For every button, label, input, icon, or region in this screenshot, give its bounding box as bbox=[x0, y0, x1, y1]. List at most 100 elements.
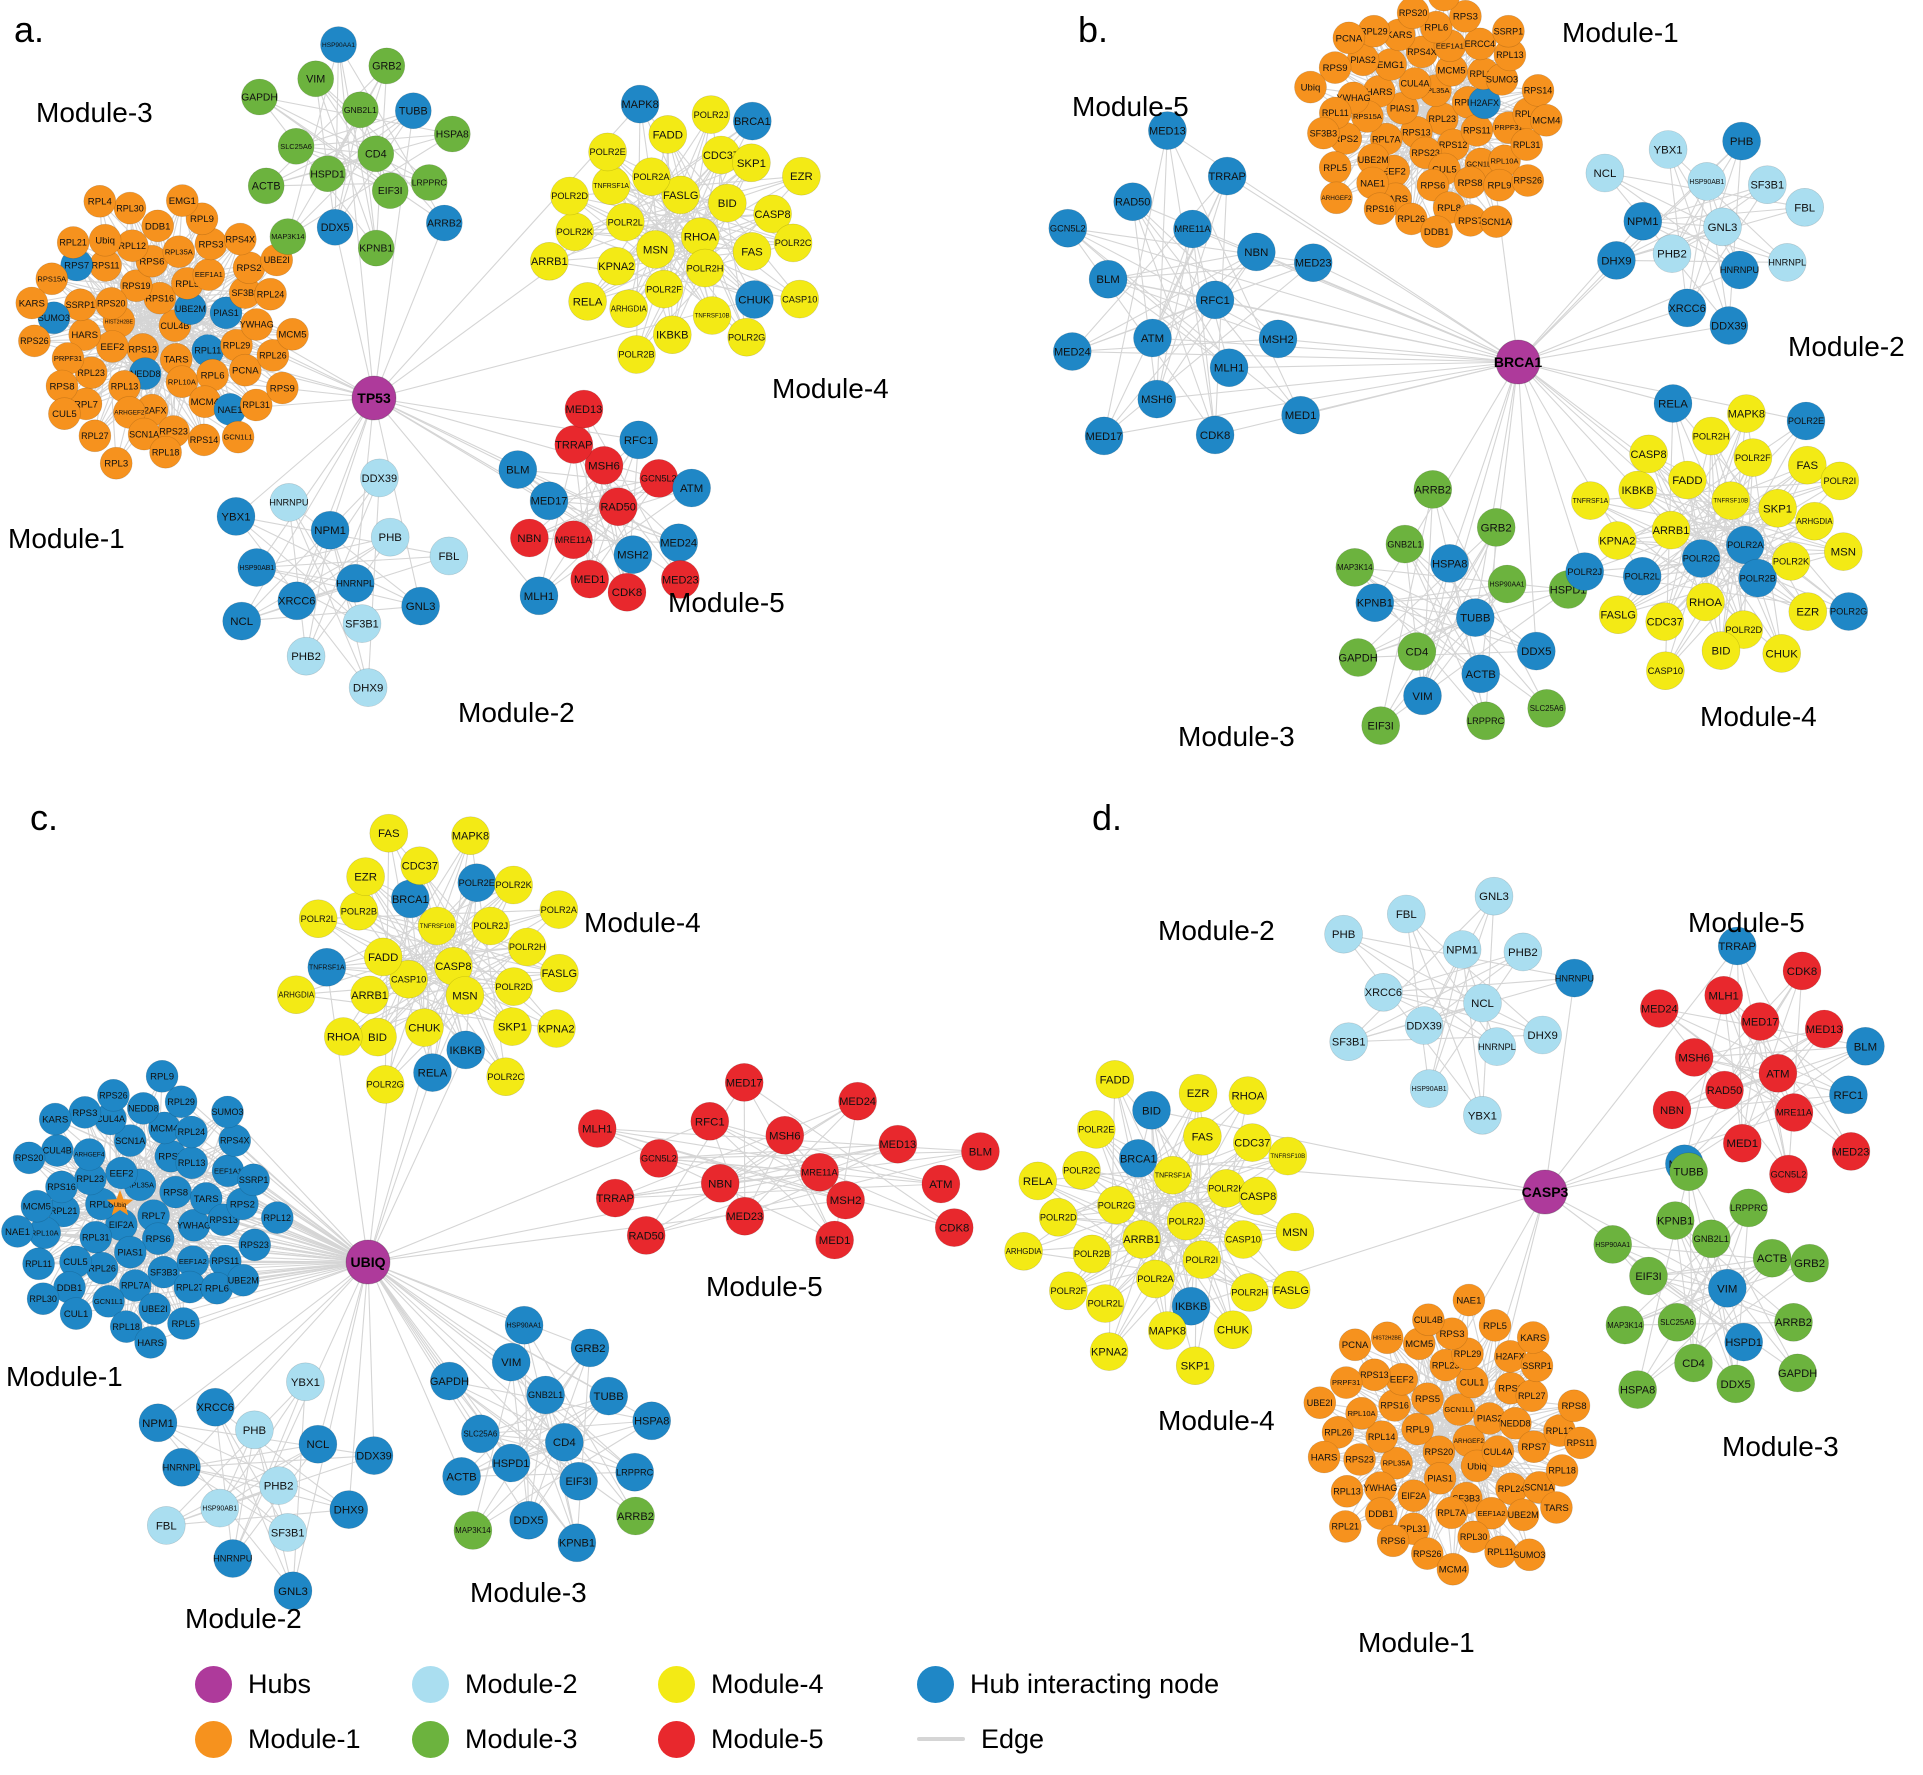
network-node: GNL3 bbox=[273, 1571, 313, 1611]
network-node: KPNA2 bbox=[1089, 1332, 1129, 1371]
network-node: MED1 bbox=[1281, 395, 1320, 435]
network-node: POLR2I bbox=[1820, 461, 1860, 501]
node-label: RHOA bbox=[684, 232, 717, 244]
network-node: RPS4X bbox=[218, 1124, 251, 1157]
node-label: MED23 bbox=[662, 574, 699, 586]
node-label: MSN bbox=[643, 244, 668, 256]
node-label: POLR2E bbox=[1078, 1125, 1114, 1135]
network-node: CDK8 bbox=[1782, 951, 1822, 991]
node-label: RELA bbox=[1023, 1176, 1053, 1188]
node-label: FAS bbox=[1192, 1131, 1214, 1143]
hub-label: CASP3 bbox=[1522, 1184, 1569, 1200]
network-node: TARS bbox=[189, 1182, 223, 1215]
node-label: MED1 bbox=[1285, 410, 1317, 422]
node-label: PHB2 bbox=[291, 651, 321, 663]
network-node: RPL9 bbox=[1401, 1412, 1434, 1446]
network-node: HSPD1 bbox=[1724, 1322, 1763, 1362]
cluster-module-4: RHOAMSNFASLGPOLR2HPOLR2LBIDPOLR2FPOLR2AF… bbox=[529, 84, 821, 374]
node-label: HNRNPU bbox=[1720, 265, 1759, 275]
network-node: FASLG bbox=[1271, 1270, 1311, 1310]
node-label: KPNA2 bbox=[538, 1023, 574, 1035]
network-node: EZR bbox=[1788, 592, 1828, 631]
cluster-module-1: CUL4BRPS13RPS16TARSHIST2H2BEUBE2MNEDD8RP… bbox=[15, 184, 309, 480]
node-label: UBE2I bbox=[264, 255, 290, 265]
node-label: RPL18 bbox=[112, 1322, 140, 1332]
node-label: RPS20 bbox=[1399, 8, 1428, 18]
node-label: DHX9 bbox=[353, 683, 383, 695]
network-node: PHB2 bbox=[286, 636, 326, 676]
network-node: ARRB1 bbox=[529, 241, 569, 281]
node-label: RPL9 bbox=[190, 214, 214, 225]
network-node: POLR2D bbox=[1038, 1198, 1078, 1237]
network-node: HSP90AA1 bbox=[1487, 564, 1527, 604]
node-label: MED24 bbox=[660, 538, 697, 550]
node-label: MED1 bbox=[819, 1235, 851, 1247]
node-label: ARHGEF2 bbox=[1321, 195, 1352, 202]
network-node: RPL12 bbox=[260, 1201, 294, 1234]
network-node: RPS4X bbox=[224, 222, 257, 256]
node-label: Ubiq bbox=[1467, 1461, 1487, 1472]
network-node: POLR2H bbox=[1230, 1273, 1269, 1312]
node-label: POLR2G bbox=[728, 332, 765, 342]
network-node: YWHAG bbox=[240, 308, 274, 341]
node-label: SUMO3 bbox=[1513, 1550, 1545, 1560]
network-node: POLR2I bbox=[1182, 1240, 1222, 1279]
network-node: MCM4 bbox=[1530, 104, 1563, 137]
network-node: ARRB1 bbox=[350, 975, 389, 1015]
network-node: FBL bbox=[1785, 188, 1824, 227]
node-label: MAPK8 bbox=[452, 831, 489, 843]
node-label: PIAS1 bbox=[213, 308, 239, 318]
network-node: RPS2 bbox=[232, 251, 266, 285]
node-label: EEF2 bbox=[110, 1168, 134, 1179]
network-node: RPS23 bbox=[1343, 1443, 1376, 1476]
node-label: GRB2 bbox=[1794, 1258, 1825, 1270]
network-node: GNL3 bbox=[401, 586, 440, 626]
node-label: RELA bbox=[418, 1068, 448, 1080]
network-node: TRRAP bbox=[1207, 156, 1247, 196]
node-label: MED23 bbox=[1833, 1146, 1870, 1158]
network-node: GRB2 bbox=[1476, 508, 1516, 547]
network-node: RPS20 bbox=[1396, 0, 1430, 30]
node-label: XRCC6 bbox=[197, 1402, 234, 1414]
node-label: HSPD1 bbox=[1725, 1337, 1762, 1349]
node-label: RPS23 bbox=[240, 1240, 269, 1250]
node-label: RPS4X bbox=[1407, 47, 1437, 57]
node-label: RPL7A bbox=[1437, 1508, 1466, 1518]
node-label: NCL bbox=[1594, 168, 1617, 180]
node-label: GCN5L2 bbox=[1050, 223, 1086, 233]
node-label: MAPK8 bbox=[1149, 1325, 1186, 1337]
node-label: MAP3K14 bbox=[1607, 1321, 1643, 1330]
node-label: POLR2D bbox=[495, 982, 532, 992]
cluster-module-5: ATMRAD50MED17MRE11AMSH6MED13MED1MLH1RFC1… bbox=[1640, 926, 1885, 1194]
node-label: POLR2F bbox=[1051, 1286, 1087, 1296]
network-node: XRCC6 bbox=[277, 581, 317, 621]
node-label: EEF1A1 bbox=[214, 1166, 242, 1175]
module-label: Module-1 bbox=[1358, 1627, 1475, 1658]
node-label: CUL4A bbox=[1483, 1447, 1512, 1457]
node-label: MAP3K14 bbox=[1337, 563, 1373, 572]
node-label: ACTB bbox=[1757, 1253, 1787, 1265]
node-label: POLR2D bbox=[1725, 625, 1762, 635]
network-node: BRCA1 bbox=[390, 879, 430, 919]
network-node: CDC37 bbox=[701, 135, 741, 175]
network-node: POLR2L bbox=[1622, 556, 1662, 596]
network-node: HSPD1 bbox=[309, 155, 346, 192]
node-label: RPL18 bbox=[152, 447, 180, 457]
network-node: GNB2L1 bbox=[1385, 524, 1425, 564]
node-label: DDX5 bbox=[321, 222, 350, 234]
hub-node-TP53: TP53 bbox=[351, 375, 397, 421]
network-node: MAPK8 bbox=[1148, 1311, 1187, 1350]
node-label: RPL8 bbox=[1437, 203, 1461, 214]
network-node: CUL1 bbox=[59, 1297, 93, 1330]
module-label: Module-2 bbox=[1158, 915, 1275, 946]
node-label: PCNA bbox=[1336, 33, 1363, 44]
network-node: GCN1L1 bbox=[92, 1285, 125, 1318]
node-label: POLR2I bbox=[1823, 476, 1856, 486]
module-label: Module-3 bbox=[1722, 1431, 1839, 1462]
network-node: SKP1 bbox=[493, 1007, 532, 1046]
node-label: SKP1 bbox=[1763, 503, 1792, 515]
node-label: RPL26 bbox=[88, 1263, 116, 1273]
node-label: CASP10 bbox=[782, 294, 817, 304]
network-node: RPL9 bbox=[145, 1060, 179, 1093]
network-node: PRPF31 bbox=[1329, 1366, 1363, 1399]
